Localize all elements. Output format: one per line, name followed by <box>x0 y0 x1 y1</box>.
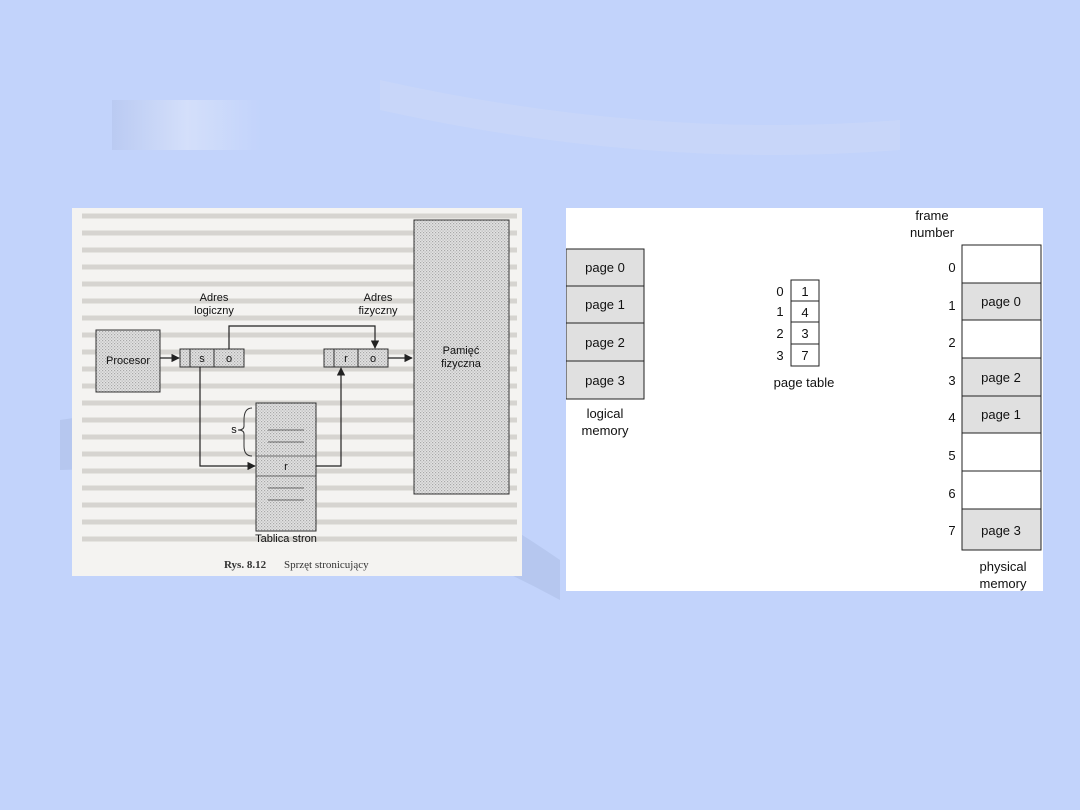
frame-number-3: 3 <box>948 373 955 388</box>
physical-memory: 0 1 2 3 4 5 6 7 page 0 page 2 page 1 pag… <box>948 244 1042 591</box>
physical-memory-box <box>413 219 510 495</box>
processor-box <box>95 329 161 393</box>
frame-5-box <box>961 432 1042 472</box>
frame-number-7: 7 <box>948 523 955 538</box>
brace-label: s <box>231 424 237 436</box>
logical-page-3: page 3 <box>585 373 625 388</box>
physical-memory-label-line1: Pamięć <box>443 345 480 357</box>
page-table: 0 1 2 3 1 4 3 7 page table <box>774 279 835 390</box>
page-table-frame-1: 4 <box>801 305 808 320</box>
paging-model-figure: frame number page 0 page 1 page 2 page 3… <box>566 208 1043 591</box>
page-table-frame-3: 7 <box>801 348 808 363</box>
frame-content-7: page 3 <box>981 523 1021 538</box>
logical-page-0-box <box>566 248 645 287</box>
physical-memory-label-line2: memory <box>980 576 1027 591</box>
frame-number-1: 1 <box>948 298 955 313</box>
caption-text: Sprzęt stronicujący <box>284 559 369 571</box>
offset-path-arrow <box>228 325 380 349</box>
logical-address-label-line2: logiczny <box>194 305 234 317</box>
caption-number: Rys. 8.12 <box>224 559 267 571</box>
frame-0-box <box>961 244 1042 284</box>
page-table-frame-0: 1 <box>801 284 808 299</box>
frame-3-box <box>961 357 1042 397</box>
frame-number-label-line2: number <box>910 225 955 240</box>
physical-address-prefix <box>323 348 335 368</box>
physical-address-label-line1: Adres <box>364 292 393 304</box>
logical-address-label-line1: Adres <box>200 292 229 304</box>
page-table-index-1: 1 <box>776 304 783 319</box>
physical-memory-label-line1: physical <box>980 559 1027 574</box>
page-table-frame-2: 3 <box>801 326 808 341</box>
frame-content-3: page 2 <box>981 370 1021 385</box>
index-brace <box>237 407 253 457</box>
page-table-label: page table <box>774 375 835 390</box>
page-table-cell-3 <box>790 343 820 367</box>
frame-1-box <box>961 282 1042 321</box>
field-o-label: o <box>226 353 232 365</box>
index-path-arrow <box>199 367 256 471</box>
frame-number-0: 0 <box>948 260 955 275</box>
frame-6-box <box>961 470 1042 510</box>
frame-4-box <box>961 395 1042 434</box>
physical-memory-label-line2: fizyczna <box>441 358 482 370</box>
field-s-label: s <box>199 353 205 365</box>
logical-page-1: page 1 <box>585 297 625 312</box>
frame-number-4: 4 <box>948 410 955 425</box>
page-table-index-0: 0 <box>776 284 783 299</box>
field-o2-label: o <box>370 353 376 365</box>
logical-address-prefix <box>179 348 191 368</box>
frame-number-2: 2 <box>948 335 955 350</box>
frame-number-5: 5 <box>948 448 955 463</box>
page-table-index-3: 3 <box>776 348 783 363</box>
physical-address-label-line2: fizyczny <box>358 305 398 317</box>
logical-memory-label-line2: memory <box>582 423 629 438</box>
logical-page-0: page 0 <box>585 260 625 275</box>
frame-7-box <box>961 508 1042 551</box>
page-table-entry-r: r <box>284 461 288 473</box>
field-r-label: r <box>344 353 348 365</box>
logical-page-2-box <box>566 322 645 362</box>
page-table-label: Tablica stron <box>255 533 317 545</box>
frame-content-4: page 1 <box>981 407 1021 422</box>
logical-memory-label-line1: logical <box>587 406 624 421</box>
processor-label: Procesor <box>106 355 150 367</box>
frame-2-box <box>961 319 1042 359</box>
logical-memory: page 0 page 1 page 2 page 3 logical memo… <box>566 248 645 438</box>
frame-number-label-line1: frame <box>915 208 948 223</box>
frame-content-1: page 0 <box>981 294 1021 309</box>
paging-hardware-figure: Procesor s o Adres logiczny r o Adres fi… <box>72 208 522 576</box>
frame-number-6: 6 <box>948 486 955 501</box>
logical-page-3-box <box>566 360 645 400</box>
frame-path-arrow <box>316 367 346 467</box>
logical-page-2: page 2 <box>585 335 625 350</box>
page-table-box <box>255 402 317 532</box>
page-table-index-2: 2 <box>776 326 783 341</box>
